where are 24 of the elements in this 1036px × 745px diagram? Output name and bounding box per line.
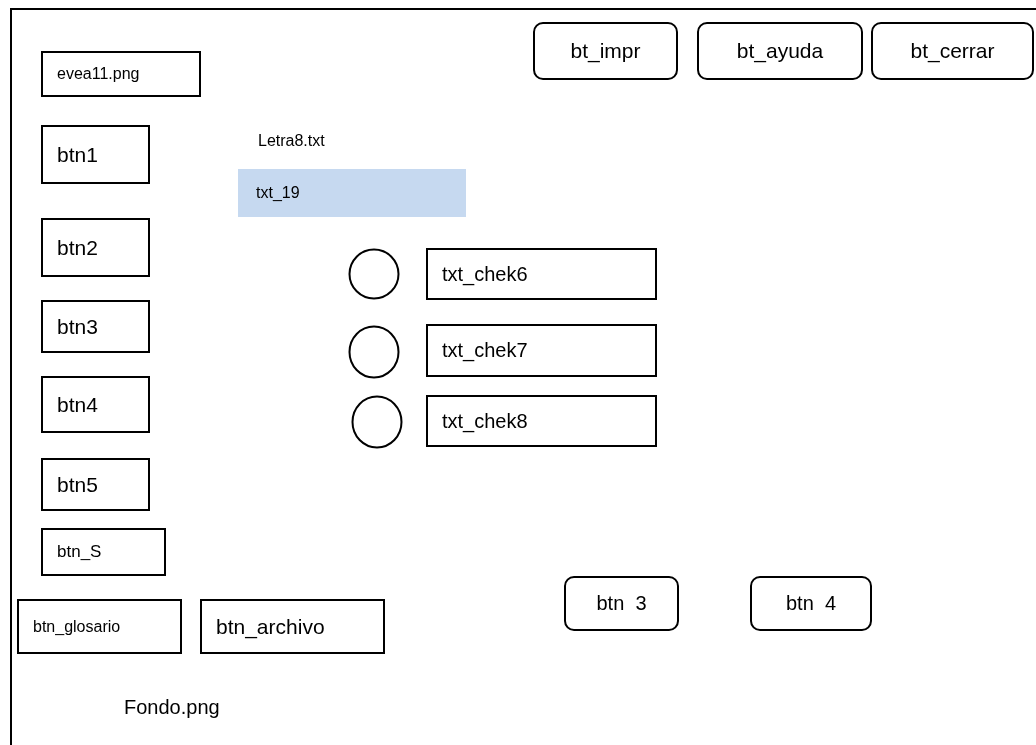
element-box: btn4 [41, 376, 150, 433]
rounded-button: btn 3 [564, 576, 679, 631]
rounded-button: bt_impr [533, 22, 678, 80]
background-filename-label: Fondo.png [124, 696, 220, 719]
element-box: btn5 [41, 458, 150, 511]
element-box: btn_archivo [200, 599, 385, 654]
radio-circle [348, 325, 400, 379]
radio-circle [351, 395, 403, 449]
element-box: btn_S [41, 528, 166, 576]
element-box: txt_chek6 [426, 248, 657, 300]
element-box: btn1 [41, 125, 150, 184]
element-box: btn_glosario [17, 599, 182, 654]
element-box: btn3 [41, 300, 150, 353]
element-box: btn2 [41, 218, 150, 277]
filename-label: Letra8.txt [258, 132, 325, 150]
highlighted-text-field: txt_19 [238, 169, 466, 217]
rounded-button: btn 4 [750, 576, 872, 631]
rounded-button: bt_cerrar [871, 22, 1034, 80]
element-box: evea11.png [41, 51, 201, 97]
element-box: txt_chek7 [426, 324, 657, 377]
screen-frame [10, 8, 1036, 745]
radio-circle [348, 248, 400, 300]
rounded-button: bt_ayuda [697, 22, 863, 80]
element-box: txt_chek8 [426, 395, 657, 447]
